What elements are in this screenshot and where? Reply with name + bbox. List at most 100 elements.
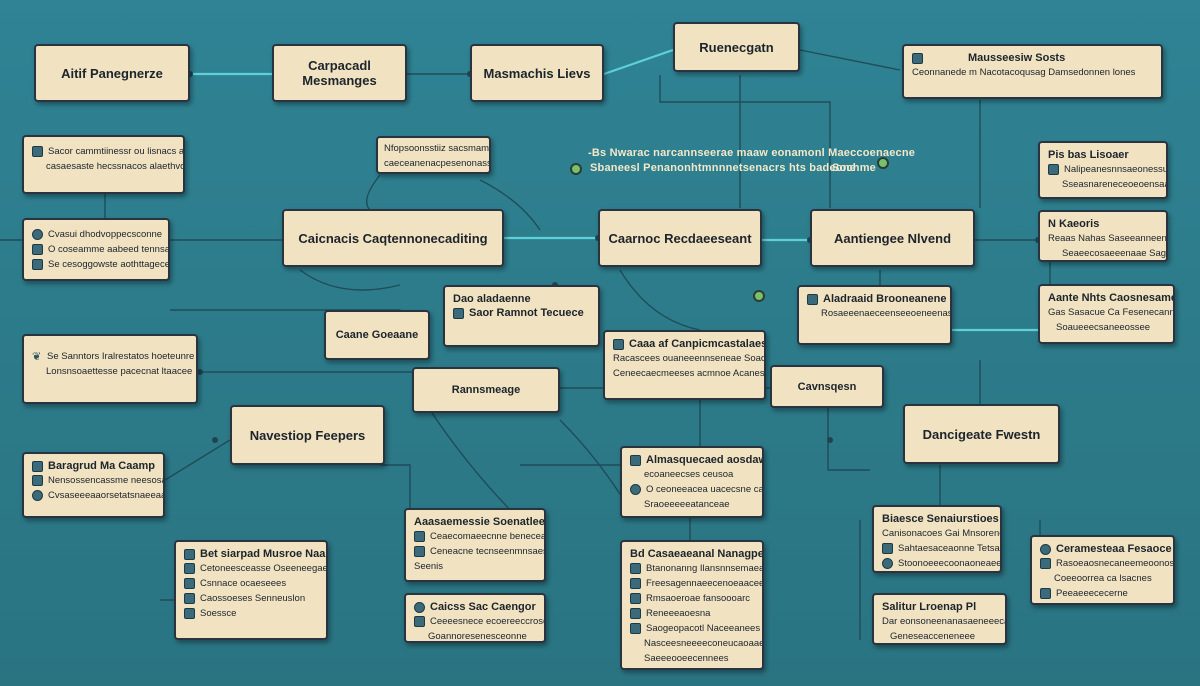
node-heading: Aaasaemessie Soenatlee [414,516,545,528]
node-aante-nhts[interactable]: Aante Nhts Caosnesamenecon Gas Sasacue C… [1038,284,1175,344]
node-text: Ceaecomaeecnne beneceanenne [430,531,546,542]
node-heading: Caicss Sac Caengor [430,601,536,613]
node-bd-casaeaeanal[interactable]: Bd Casaeaeanal Nanagpeaesoiltess Btanona… [620,540,764,670]
node-caane-goeaane[interactable]: Caane Goeaane [324,310,430,360]
node-heading: Caaa af Canpicmcastalaes [629,338,766,350]
node-text: Canisonacoes Gai Mnsoreno [882,528,1002,539]
node-heading: Salitur Lroenap Pl [882,601,977,613]
square-icon [1048,164,1059,175]
node-label: Ruenecgatn [699,39,774,55]
node-almasquecaed[interactable]: Almasquecaed aosdawnee ecoaneecses ceuso… [620,446,764,518]
node-text: Goannoresenesceonne [428,631,527,642]
node-label: Caicnacis Caqtennonecaditing [298,230,488,246]
node-heading: Aladraaid Brooneanene [823,293,947,305]
node-pis-bas[interactable]: Pis bas Lisoaer Nalipeanesnnsaeonessuern… [1038,141,1168,199]
node-label: Dancigeate Fwestn [922,426,1041,442]
square-icon [184,593,195,604]
node-text: Racascees ouaneeennseneae Soaoneeeones [613,353,766,364]
node-aladraaid[interactable]: Aladraaid Brooneanene Rosaeeenaeceenseeo… [797,285,952,345]
node-small-note[interactable]: Nfopsoonsstiiz sacsmamen caeceanenacpese… [376,136,491,174]
node-left-3[interactable]: ❦Se Sanntors Iralrestatos hoeteunre sos … [22,334,198,404]
node-left-2[interactable]: Cvasui dhodvoppecsconne O coseamme aabee… [22,218,170,281]
node-label: Cavnsqesn [797,380,857,393]
node-text: Sahtaesaceaonne Tetsarsee [898,543,1000,554]
leaf-icon: ❦ [32,350,42,363]
node-aantiengee[interactable]: Aantiengee Nlvend [810,209,975,267]
node-dot-icon [570,163,582,175]
node-cavnsqesn[interactable]: Cavnsqesn [770,365,884,408]
node-text: Stoonoeeecoonaoneaeee [898,558,1002,569]
node-text: Seenis [414,561,444,572]
node-left-1[interactable]: Sacor cammtiinessr ou lisnacs alt casaes… [22,135,185,194]
node-carpacadl-mesmanges[interactable]: Carpacadl Mesmanges [272,44,407,102]
connector [366,174,381,211]
node-n-kaeoris[interactable]: N Kaeoris Reaas Nahas Saseeanneeneoe Sea… [1038,210,1168,262]
node-text: Sraoeeeeeatanceae [644,499,730,510]
node-text: Geneseacceneneee [890,631,976,642]
floating-label-3: Sochme [832,162,876,174]
node-masmachis-lievs[interactable]: Masmachis Lievs [470,44,604,102]
node-text: Btanonanng Ilansnnsemaeaer [646,563,764,574]
node-text: Ceonnanede m Nacotacoqusag Damsedonnen l… [912,67,1136,78]
circle-icon [414,601,425,613]
square-icon [453,308,464,319]
square-icon [184,608,195,619]
square-icon [630,454,641,466]
node-dao-aladaenne[interactable]: Dao aladaenne Saor Ramnot Tecuece [443,285,600,347]
node-heading: Biaesce Senaiurstioes [882,513,999,525]
node-caarnoc[interactable]: Caarnoc Recdaeeseant [598,209,762,267]
node-text: Reneeeaoesna [646,608,711,619]
node-dot-icon [877,157,889,169]
square-icon [807,293,818,305]
node-text: Dar eonsoneenanasaeneeeca Irnane [882,616,1007,627]
node-caaa-af[interactable]: Caaa af Canpicmcastalaes Racascees ouane… [603,330,766,400]
node-biaesce[interactable]: Biaesce Senaiurstioes Canisonacoes Gai M… [872,505,1002,573]
node-left-4[interactable]: Baragrud Ma Caamp Nensossencassme neesos… [22,452,165,518]
connector [827,408,870,471]
node-text: Sseasnareneceoeoensaaeosnn [1062,179,1166,190]
node-rannsmeage[interactable]: Rannsmeage [412,367,560,413]
node-ceramesteaa[interactable]: Ceramesteaa Fesaoce Rasoeaosnecaneemeoon… [1030,535,1175,605]
circle-icon [630,484,641,495]
highlight-connector [603,48,674,76]
node-text: Cvasui dhodvoppecsconne [48,229,163,240]
connector [299,269,401,291]
node-text: Csnnace ocaeseees [200,578,287,589]
node-aaasaemessie[interactable]: Aaasaemessie Soenatlee Ceaecomaeecnne be… [404,508,546,582]
circle-icon [32,229,43,240]
node-heading: Baragrud Ma Caamp [48,460,155,472]
node-label: Caane Goeaane [335,329,419,341]
node-text: Ceneecaecmeeses acmnoe Acanesee [613,368,766,379]
node-heading: Bd Casaeaeanal Nanagpeaesoiltess [630,548,764,560]
node-label: Masmachis Lievs [483,65,591,81]
square-icon [613,338,624,350]
node-aitif-panegnerze[interactable]: Aitif Panegnerze [34,44,190,102]
node-text: Ceeeesnece ecoereeccroseennc [430,616,544,627]
node-mausseesiw-sosts[interactable]: Mausseesiw Sosts Ceonnanede m Nacotacoqu… [902,44,1163,99]
node-ruenecgatn[interactable]: Ruenecgatn [673,22,800,72]
node-text: Coeeoorrea ca lsacnes [1054,573,1152,584]
circle-icon [882,558,893,569]
square-icon [32,244,43,255]
node-caicss-sac[interactable]: Caicss Sac Caengor Ceeeesnece ecoereeccr… [404,593,546,643]
node-text: Soessce [200,608,237,619]
node-heading: Ceramesteaa Fesaoce [1056,543,1172,555]
node-text: Freesagennaeecenoeaacee [646,578,764,589]
node-text: Sacor cammtiinessr ou lisnacs alt [48,146,185,157]
node-caicnacis[interactable]: Caicnacis Caqtennonecaditing [282,209,504,267]
square-icon [184,563,195,574]
square-icon [32,460,43,472]
node-text: Cvsaseeeaaorsetatsnaeeaaees essee [48,490,163,501]
node-text: Se cesoggowste aothttagecen [48,259,170,270]
node-salitur[interactable]: Salitur Lroenap Pl Dar eonsoneenanasaene… [872,593,1007,645]
square-icon [630,593,641,604]
node-dancigeate[interactable]: Dancigeate Fwestn [903,404,1060,464]
node-text: Se Sanntors Iralrestatos hoeteunre sos [47,351,198,362]
node-text: Nfopsoonsstiiz sacsmamen [384,143,491,154]
node-left-5[interactable]: Bet siarpad Musroe Naauun Cetoneesceasse… [174,540,328,640]
node-text: Saor Ramnot Tecuece [469,307,584,319]
square-icon [1040,558,1051,569]
node-heading: Pis bas Lisoaer [1048,149,1129,161]
node-navestiop-feepers[interactable]: Navestiop Feepers [230,405,385,465]
node-text: Seaeecosaeeenaae Sagecae [1062,248,1167,259]
